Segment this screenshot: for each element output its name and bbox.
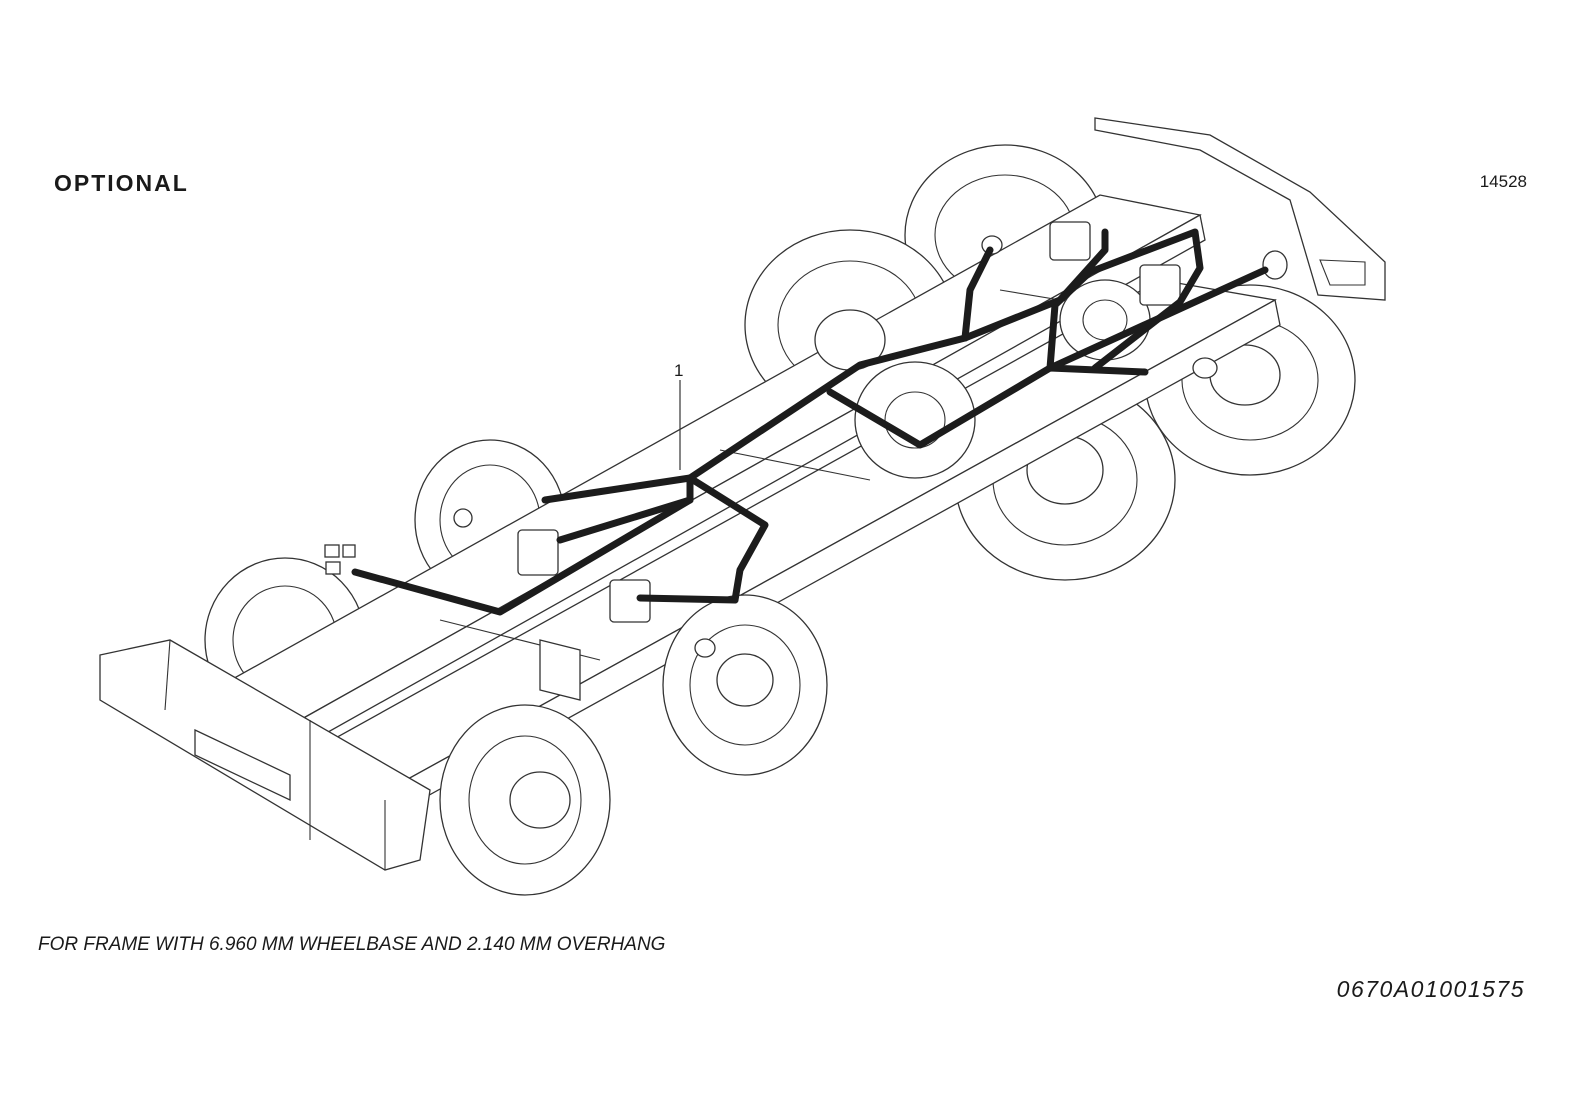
front-bumper (99, 639, 431, 871)
document-code: 0670A01001575 (1336, 976, 1525, 1002)
valve-modules (517, 221, 1181, 623)
rear-frame-end (1094, 117, 1386, 301)
caption: FOR FRAME WITH 6.960 MM WHEELBASE AND 2.… (38, 934, 666, 955)
callout-label-1: 1 (674, 361, 683, 380)
rear-differentials (814, 279, 1151, 479)
heading-optional: OPTIONAL (54, 170, 189, 196)
frame-rails (193, 194, 1281, 826)
wiring-harness (351, 228, 1269, 616)
figure-number: 14528 (1479, 172, 1527, 191)
sensor-connectors (324, 235, 1288, 658)
